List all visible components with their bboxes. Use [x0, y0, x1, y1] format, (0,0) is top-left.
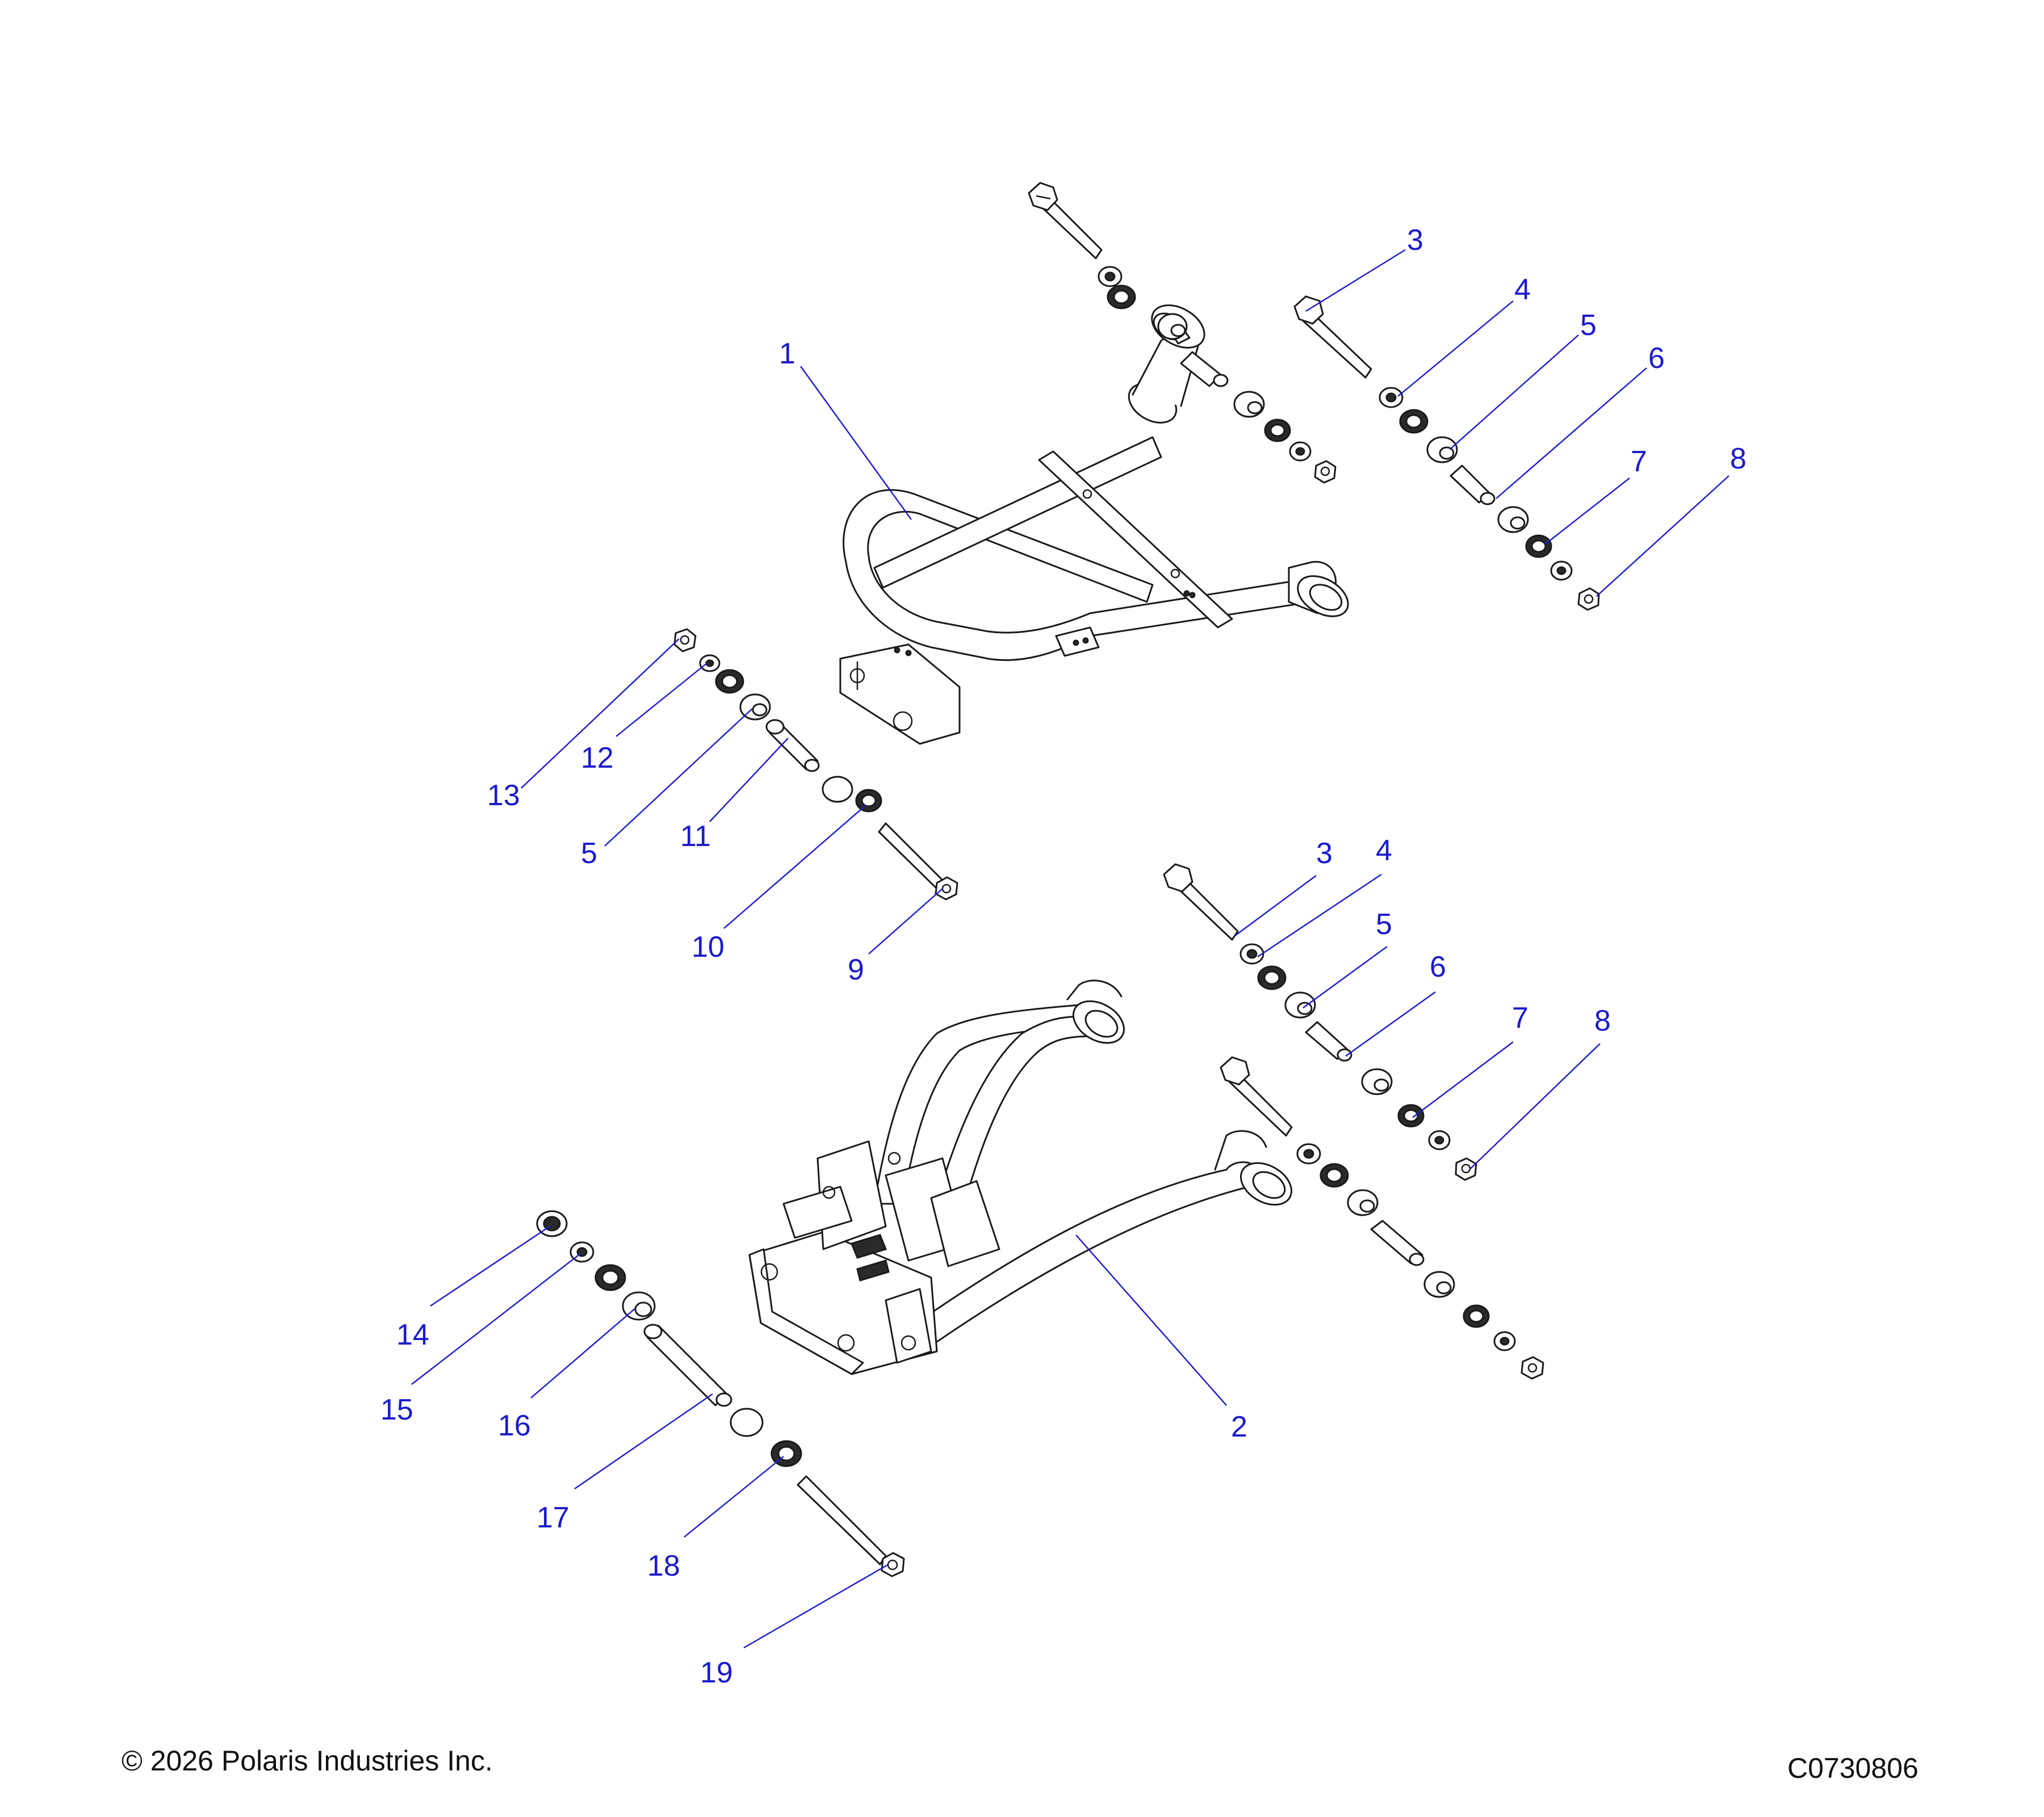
leader-6a [1496, 367, 1647, 499]
callout-5-lower: 5 [1376, 908, 1392, 941]
callout-5: 5 [1580, 309, 1597, 342]
leader-16 [530, 1308, 635, 1399]
drawing-code: C0730806 [1787, 1752, 1919, 1784]
leader-3b [1234, 875, 1317, 936]
callout-13: 13 [487, 779, 520, 812]
leader-5b [604, 708, 753, 847]
leader-12 [615, 663, 707, 737]
callout-5-left: 5 [581, 837, 597, 870]
lower-a-arm [748, 979, 1293, 1375]
upper-right-hardware-stack-2 [1293, 295, 1600, 611]
callout-8-lower: 8 [1594, 1004, 1611, 1037]
callout-9: 9 [848, 953, 864, 986]
lower-left-hardware-stack [536, 1210, 905, 1577]
leader-14 [430, 1226, 550, 1307]
upper-a-arm [839, 304, 1349, 745]
leader-2 [1075, 1234, 1227, 1406]
left-middle-hardware-stack [673, 628, 958, 901]
leader-7b [1412, 1041, 1514, 1118]
leader-5a [1450, 334, 1579, 449]
callout-4-lower: 4 [1376, 834, 1392, 867]
leader-9 [868, 888, 943, 954]
callout-3-lower: 3 [1316, 837, 1333, 870]
leader-8a [1596, 475, 1729, 597]
callout-4: 4 [1514, 273, 1531, 306]
callout-7-lower: 7 [1512, 1002, 1528, 1035]
leader-4b [1257, 874, 1382, 957]
callout-11: 11 [680, 820, 711, 853]
right-lower-hardware-stack-1 [1163, 863, 1477, 1181]
callout-14: 14 [396, 1318, 429, 1351]
copyright-notice: © 2026 Polaris Industries Inc. [122, 1745, 493, 1777]
callout-7: 7 [1631, 445, 1647, 478]
leader-13 [521, 638, 680, 789]
leader-4a [1397, 300, 1514, 397]
leader-18 [684, 1456, 784, 1538]
leader-7a [1545, 478, 1630, 545]
right-lower-hardware-stack-2 [1220, 1056, 1544, 1380]
leader-11 [709, 738, 789, 822]
leader-15 [411, 1253, 581, 1385]
leader-6b [1345, 991, 1436, 1057]
leader-8b [1470, 1043, 1601, 1169]
callout-18: 18 [647, 1550, 680, 1582]
callout-16: 16 [498, 1409, 531, 1442]
callout-labels: 1 2 3 4 5 6 7 8 13 12 5 11 10 9 3 4 5 6 … [380, 224, 1746, 1689]
callout-6: 6 [1648, 342, 1665, 375]
callout-10: 10 [692, 931, 724, 964]
upper-right-hardware-stack-1 [1028, 182, 1337, 484]
leader-10 [723, 805, 866, 929]
callout-15: 15 [380, 1393, 413, 1426]
callout-17: 17 [537, 1501, 569, 1534]
leader-17 [574, 1393, 713, 1489]
callout-12: 12 [581, 742, 614, 774]
leader-5c [1302, 946, 1388, 1008]
callout-6-lower: 6 [1430, 951, 1446, 983]
callout-19: 19 [700, 1656, 733, 1689]
leader-1 [800, 366, 912, 520]
callout-2: 2 [1231, 1410, 1247, 1443]
leader-3a [1305, 249, 1406, 312]
leader-lines [411, 249, 1729, 1649]
callout-3: 3 [1407, 224, 1423, 257]
callout-1: 1 [779, 337, 795, 370]
leader-19 [743, 1563, 889, 1649]
callout-8: 8 [1730, 442, 1746, 475]
